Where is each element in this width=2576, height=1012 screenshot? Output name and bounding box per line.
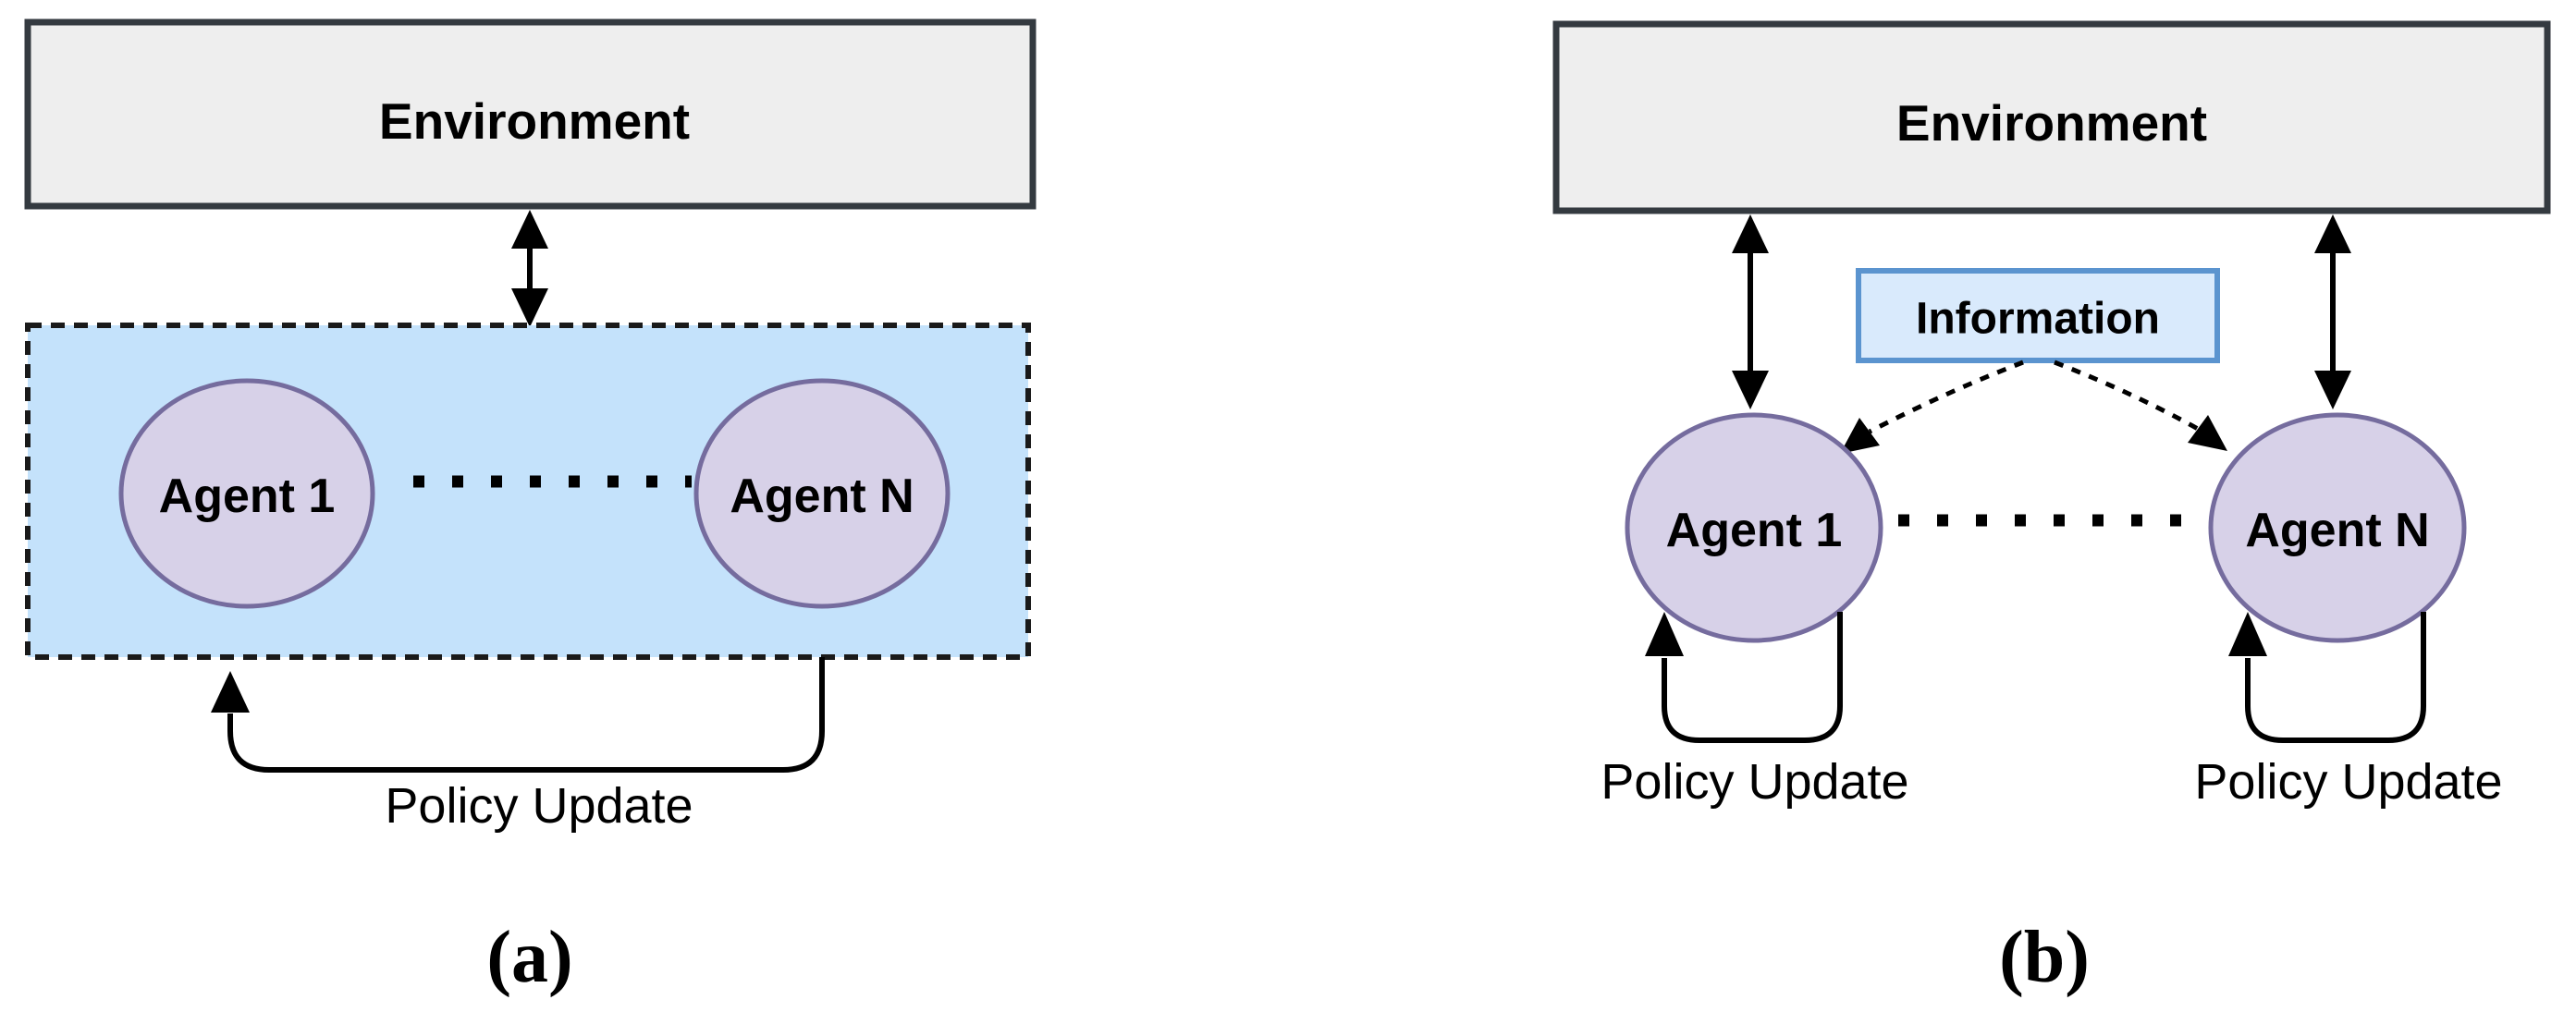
policy-update-label-agentn: Policy Update	[2194, 754, 2502, 810]
information-box	[1856, 268, 2220, 363]
loop-arrowhead-up-icon	[211, 671, 250, 713]
arrow-up-icon	[1732, 214, 1769, 253]
agent-1-label-b: Agent 1	[1666, 504, 1843, 557]
arrow-down-left-icon	[1840, 418, 1880, 454]
environment-box-a	[24, 18, 1037, 210]
agent-n-node-a	[693, 378, 951, 609]
caption-b: (b)	[1999, 917, 2090, 998]
policy-update-label-agent1: Policy Update	[1601, 754, 1908, 810]
panel-a: Environment Agent 1 Agent N Policy Updat…	[24, 18, 1037, 998]
policy-update-label-a: Policy Update	[385, 778, 693, 834]
arrow-down-icon	[511, 288, 548, 327]
policy-update-loop-agentn	[2245, 612, 2426, 743]
policy-update-loop-a	[227, 657, 825, 773]
arrow-down-icon	[2314, 371, 2351, 409]
information-to-agentn-arrow	[2054, 360, 2200, 432]
information-to-agent1-arrow	[1868, 360, 2024, 434]
agent-1-node-b	[1625, 412, 1883, 643]
policy-update-loop-agent1	[1662, 612, 1843, 743]
environment-label-b: Environment	[1896, 94, 2207, 152]
loop-arrowhead-up-icon	[1645, 612, 1684, 656]
agent-1-label-a: Agent 1	[159, 469, 336, 523]
loop-arrowhead-up-icon	[2228, 612, 2267, 656]
environment-label-a: Environment	[379, 92, 690, 150]
agent-n-label-b: Agent N	[2245, 504, 2429, 557]
information-label: Information	[1916, 295, 2160, 344]
arrow-up-icon	[511, 210, 548, 249]
caption-a: (a)	[486, 917, 572, 998]
arrow-down-icon	[1732, 371, 1769, 409]
panel-b: Environment Information Agent 1 Agent N …	[1552, 20, 2551, 998]
arrow-up-icon	[2314, 214, 2351, 253]
agent-n-label-a: Agent N	[730, 469, 914, 523]
agent-n-node-b	[2208, 412, 2467, 643]
environment-box-b	[1552, 20, 2551, 214]
agent-1-node-a	[118, 378, 375, 609]
arrow-down-right-icon	[2188, 415, 2227, 451]
